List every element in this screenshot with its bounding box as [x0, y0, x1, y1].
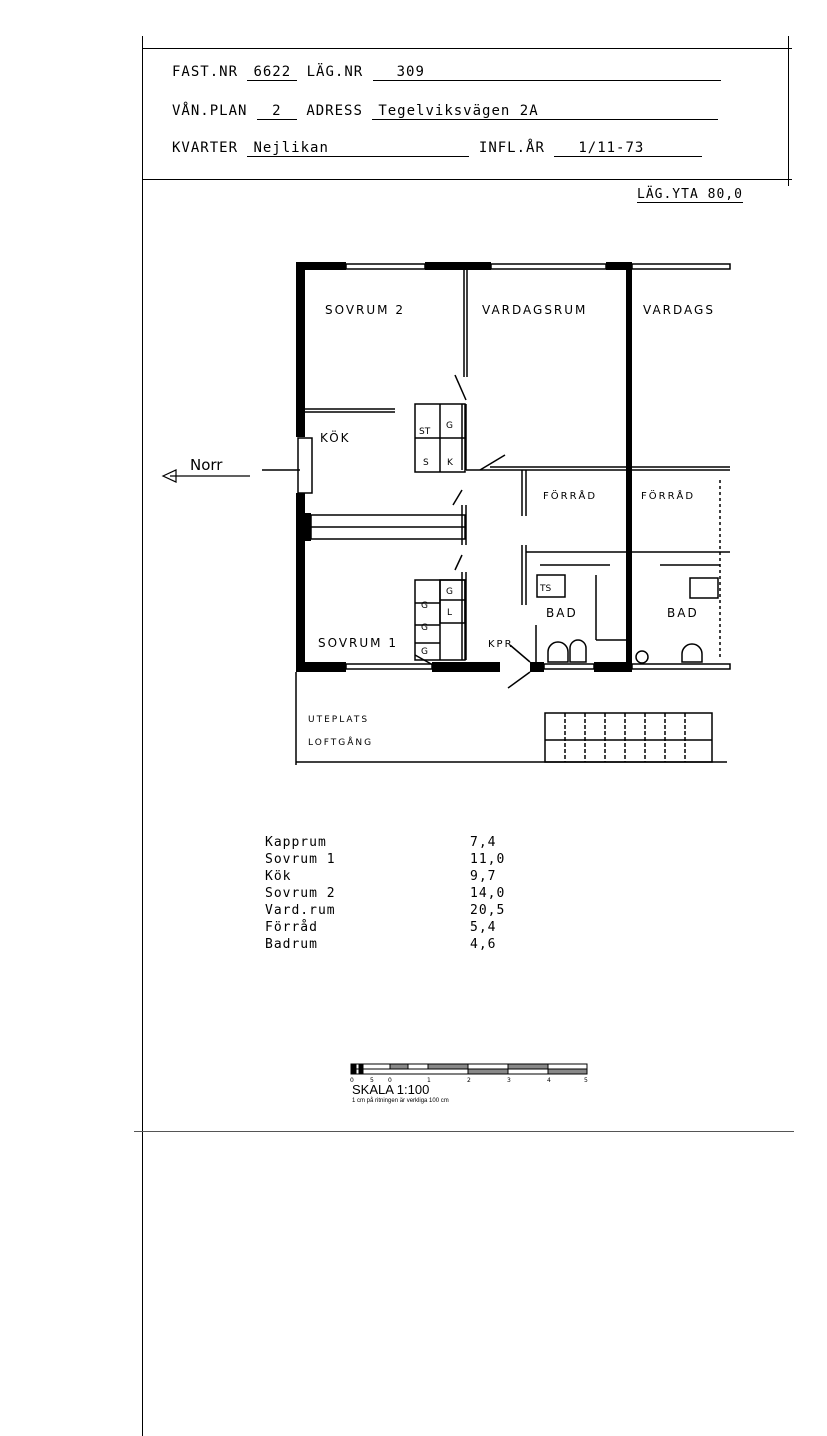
- frame-left: [142, 36, 143, 1436]
- area-value: 9,7: [470, 869, 497, 884]
- north-label: Norr: [190, 456, 223, 474]
- fixture-g: G: [446, 421, 453, 431]
- scale-tick: 2: [467, 1077, 471, 1084]
- area-name: Kapprum: [265, 835, 327, 850]
- area-row: Sovrum 2 14,0: [265, 885, 505, 902]
- area-name: Vard.rum: [265, 903, 336, 918]
- frame-right: [788, 36, 789, 186]
- fixture-g: G: [421, 647, 428, 657]
- kvarter-label: KVARTER: [172, 140, 239, 156]
- fast-nr-label: FAST.NR: [172, 64, 239, 80]
- area-row: Förråd 5,4: [265, 919, 505, 936]
- north-arrow-icon: [161, 469, 177, 483]
- room-label-vardags-neighbor: VARDAGS: [643, 303, 715, 317]
- area-name: Kök: [265, 869, 292, 884]
- floor-plan: Norr SOVRUM 2 VARDAGSRUM VARDAGS KÖK FÖR…: [161, 262, 731, 765]
- area-name: Badrum: [265, 937, 318, 952]
- lag-nr-label: LÄG.NR: [306, 64, 364, 80]
- scale-tick: 5: [584, 1077, 588, 1084]
- fixture-st: ST: [419, 427, 431, 437]
- room-label-uteplats: UTEPLATS: [308, 715, 369, 725]
- scale-tick: 3: [507, 1077, 511, 1084]
- van-plan-value: 2: [256, 103, 297, 120]
- room-label-forrad: FÖRRÅD: [543, 489, 597, 502]
- frame-top: [142, 48, 792, 49]
- scale-note: 1 cm på ritningen är verkliga 100 cm: [352, 1098, 449, 1104]
- area-row: Kök 9,7: [265, 868, 505, 885]
- fixture-g: G: [421, 623, 428, 633]
- room-label-loftgang: LOFTGÅNG: [308, 736, 373, 748]
- frame-bottom: [134, 1131, 794, 1132]
- fixture-s: S: [423, 458, 429, 468]
- area-value: 7,4: [470, 835, 497, 850]
- room-label-sovrum-1: SOVRUM 1: [318, 636, 398, 650]
- room-label-bad-neighbor: BAD: [667, 606, 699, 620]
- area-name: Sovrum 1: [265, 852, 336, 867]
- lag-nr-value: 309: [372, 64, 721, 81]
- scale-title: SKALA 1:100: [352, 1082, 430, 1097]
- area-value: 4,6: [470, 937, 497, 952]
- area-value: 20,5: [470, 903, 506, 918]
- area-row: Badrum 4,6: [265, 936, 505, 953]
- scale-tick: 1: [427, 1077, 431, 1084]
- header-row-3: KVARTER Nejlikan INFL.ÅR 1/11-73: [172, 140, 752, 157]
- area-value: 14,0: [470, 886, 506, 901]
- scale-tick: 4: [547, 1077, 551, 1084]
- room-label-kpr: KPR: [488, 639, 514, 650]
- area-name: Sovrum 2: [265, 886, 336, 901]
- lag-yta: LÄG.YTA 80,0: [637, 187, 743, 203]
- room-label-sovrum-2: SOVRUM 2: [325, 303, 405, 317]
- area-name: Förråd: [265, 920, 318, 935]
- fixture-l: L: [447, 608, 452, 618]
- north-arrow: Norr: [161, 456, 250, 483]
- fast-nr-value: 6622: [247, 64, 298, 81]
- adress-label: ADRESS: [306, 103, 363, 119]
- area-row: Sovrum 1 11,0: [265, 851, 505, 868]
- fixture-g: G: [446, 587, 453, 597]
- fixture-ts: TS: [539, 584, 551, 594]
- area-value: 11,0: [470, 852, 506, 867]
- area-row: Kapprum 7,4: [265, 834, 505, 851]
- header-row-1: FAST.NR 6622 LÄG.NR 309: [172, 64, 732, 81]
- scale-bar: 0 5 0 1 2 3 4 5: [350, 1063, 588, 1084]
- area-value: 5,4: [470, 920, 497, 935]
- kvarter-value: Nejlikan: [247, 140, 470, 157]
- area-table: Kapprum 7,4 Sovrum 1 11,0 Kök 9,7 Sovrum 2 1…: [265, 834, 505, 953]
- scale-tick: 0: [350, 1077, 354, 1084]
- thin-walls: [262, 263, 731, 765]
- van-plan-label: VÅN.PLAN: [172, 103, 248, 119]
- room-label-kok: KÖK: [320, 429, 351, 445]
- fixture-k: K: [447, 458, 454, 468]
- room-label-vardagsrum: VARDAGSRUM: [482, 303, 587, 317]
- adress-value: Tegelviksvägen 2A: [372, 103, 719, 120]
- area-row: Vard.rum 20,5: [265, 902, 505, 919]
- infl-ar-label: INFL.ÅR: [478, 140, 545, 156]
- scale-tick: 5: [370, 1077, 374, 1084]
- fixture-g: G: [421, 601, 428, 611]
- scale-tick: 0: [388, 1077, 392, 1084]
- room-label-forrad-neighbor: FÖRRÅD: [641, 489, 695, 502]
- infl-ar-value: 1/11-73: [554, 140, 703, 157]
- room-label-bad: BAD: [546, 606, 578, 620]
- header-row-2: VÅN.PLAN 2 ADRESS Tegelviksvägen 2A: [172, 103, 752, 120]
- frame-header-divider: [142, 179, 792, 180]
